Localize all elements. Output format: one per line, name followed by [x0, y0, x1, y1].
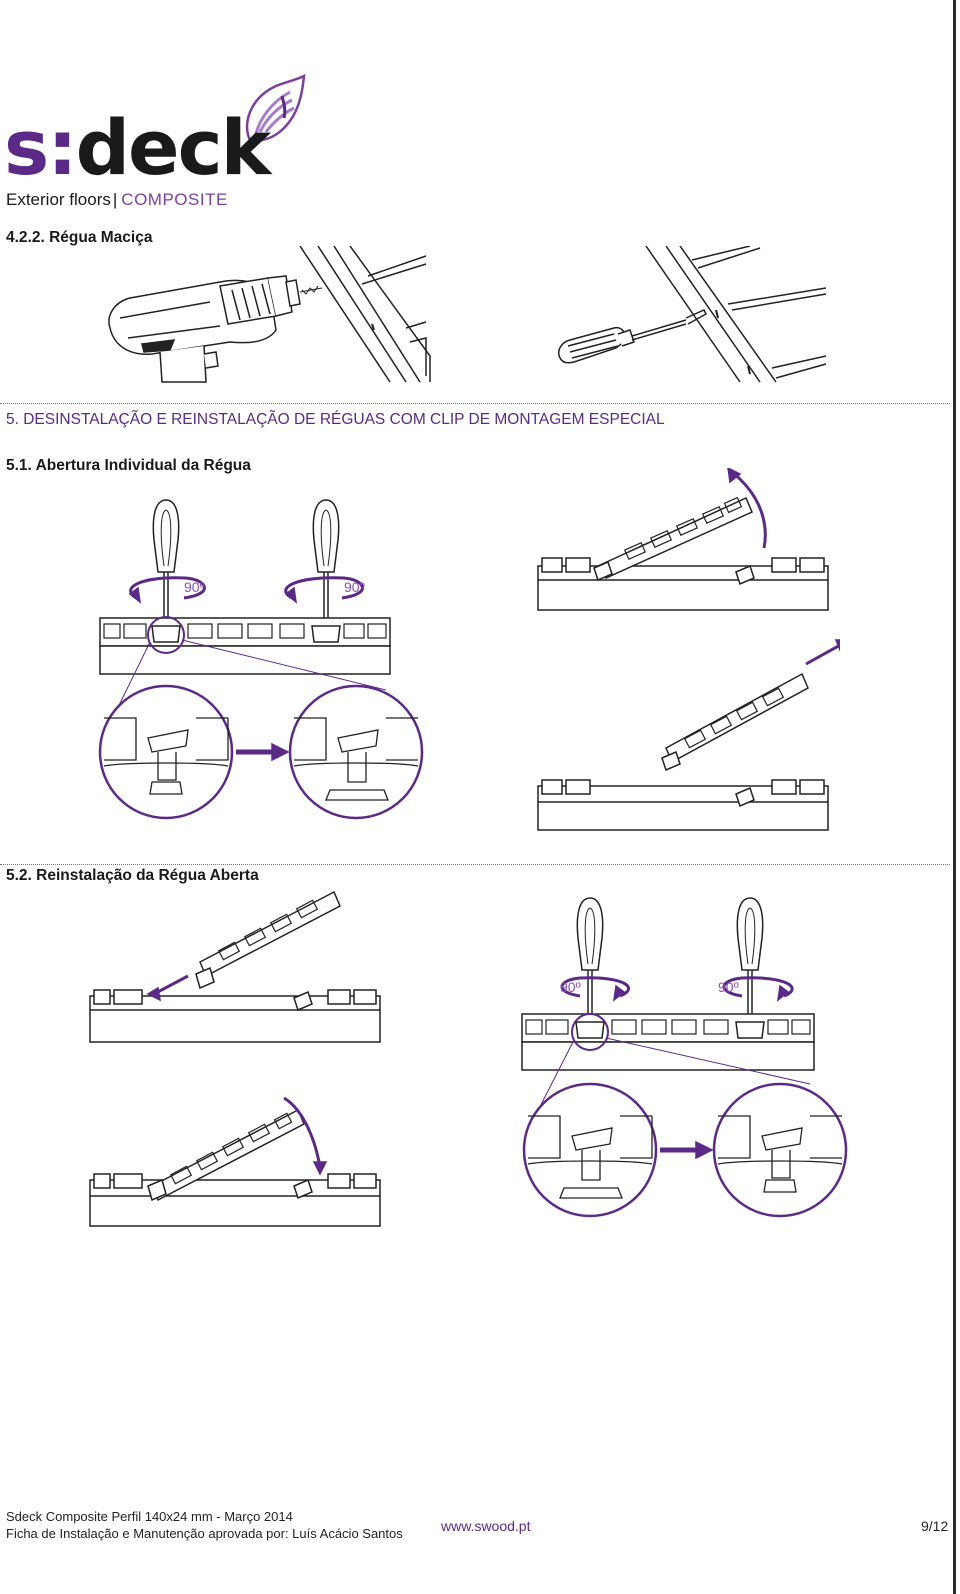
board-lifting-figure — [537, 468, 840, 831]
page-edge — [953, 0, 956, 1594]
heading-4-2-2: 4.2.2. Régua Maciça — [6, 229, 153, 246]
rotation-label: 90º — [718, 979, 739, 995]
rotation-label: 90º — [344, 579, 365, 595]
logo-tagline: Exterior floors|COMPOSITE — [6, 190, 228, 210]
heading-5-2: 5.2. Reinstalação da Régua Aberta — [6, 867, 259, 884]
tagline-main: Exterior floors — [6, 190, 111, 209]
logo-deck: deck — [75, 103, 272, 192]
section-divider — [0, 403, 950, 404]
tagline-separator: | — [112, 190, 118, 209]
drill-screw-illustration — [108, 246, 827, 383]
footer-product-line: Sdeck Composite Perfil 140x24 mm - Março… — [6, 1509, 293, 1524]
footer-website-link[interactable]: www.swood.pt — [441, 1518, 531, 1534]
logo-wordmark: s:deck — [4, 110, 271, 186]
footer-info: Sdeck Composite Perfil 140x24 mm - Março… — [6, 1508, 403, 1542]
heading-5: 5. DESINSTALAÇÃO E REINSTALAÇÃO DE RÉGUA… — [6, 411, 665, 428]
heading-5-1: 5.1. Abertura Individual da Régua — [6, 457, 251, 474]
sdeck-logo: s:deck Exterior floors|COMPOSITE — [4, 74, 314, 214]
reinstall-sequence-figure — [89, 890, 381, 1227]
section-divider — [0, 864, 950, 865]
closing-screwdriver-figure: 90º 90º — [521, 897, 848, 1218]
page-number: 9/12 — [921, 1518, 949, 1534]
footer-approval-line: Ficha de Instalação e Manutenção aprovad… — [6, 1526, 403, 1541]
logo-s: s: — [4, 103, 78, 192]
rotation-label: 90º — [184, 579, 205, 595]
opening-screwdriver-figure: 90º 90º — [98, 499, 424, 820]
leaf-emblem-icon — [245, 74, 306, 142]
tagline-accent: COMPOSITE — [121, 190, 228, 209]
rotation-label: 90º — [560, 979, 581, 995]
